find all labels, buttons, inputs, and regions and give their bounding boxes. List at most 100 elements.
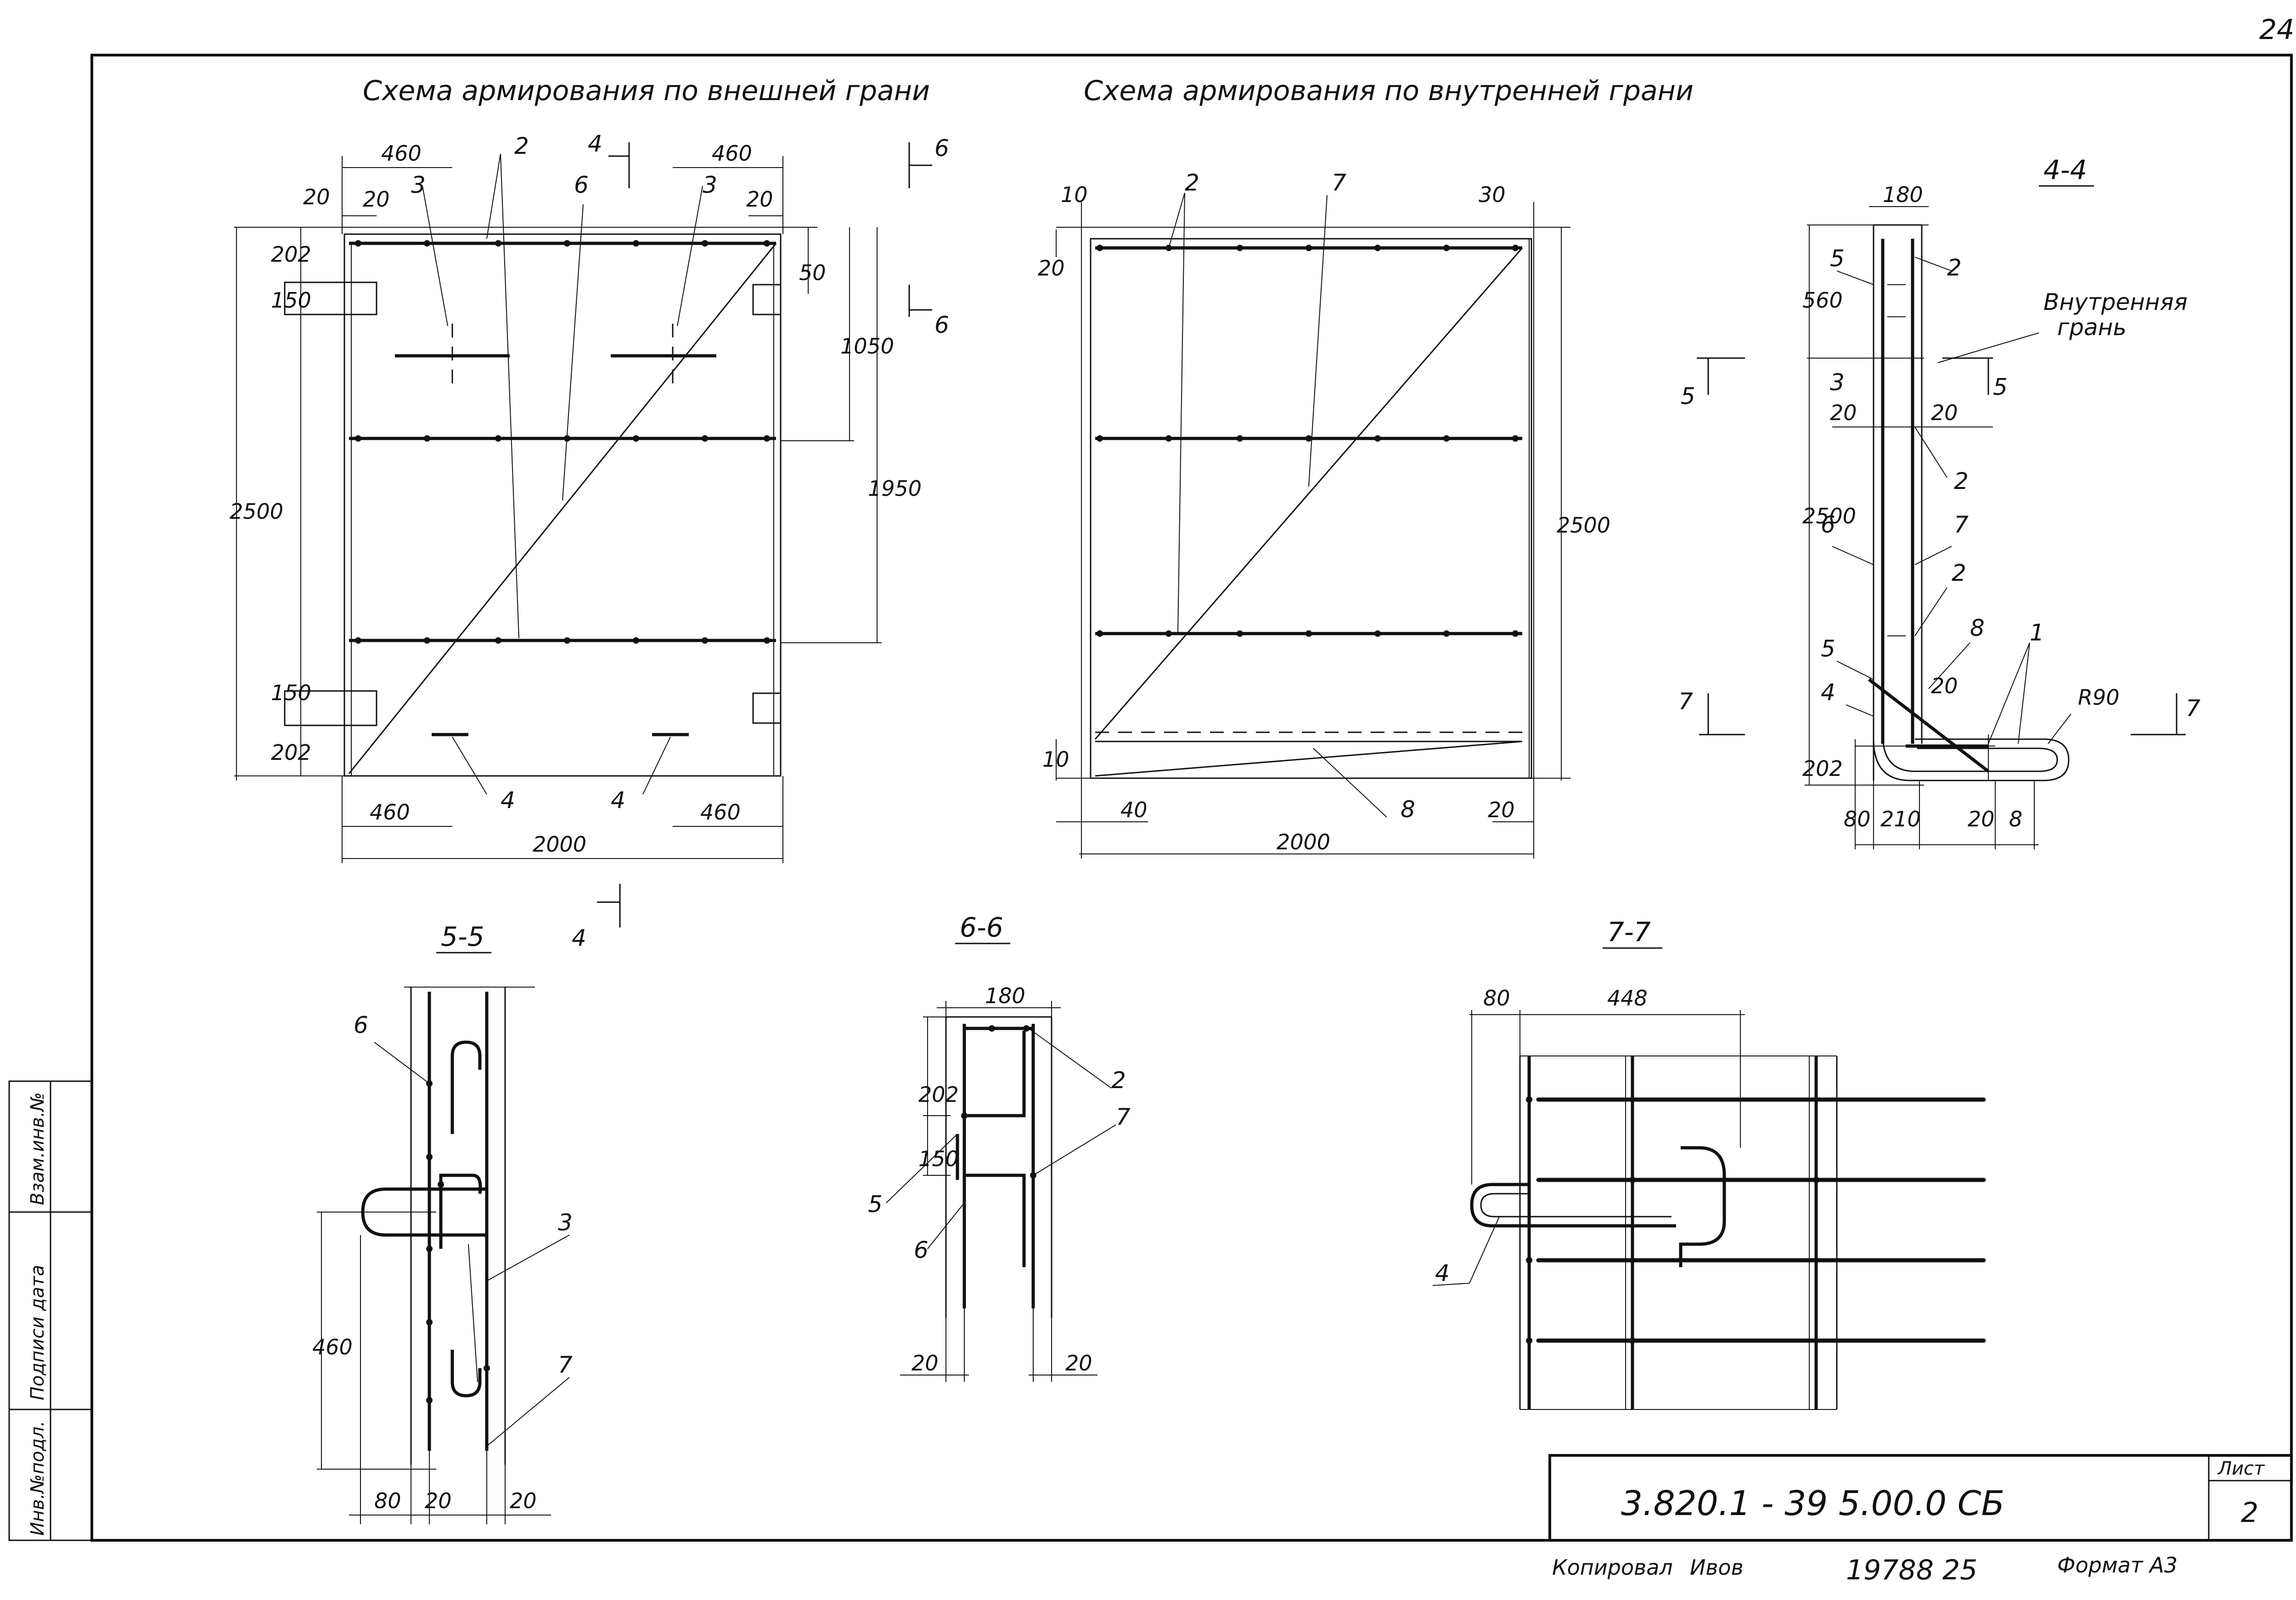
dim-44-2500: 2500 (1802, 504, 1856, 528)
dim-66-180: 180 (985, 983, 1025, 1008)
dim-outer-1050: 1050 (840, 334, 894, 359)
pos-outer-3b: 3 (703, 172, 717, 198)
footer-copied: Копировал (1552, 1555, 1673, 1580)
section-6-6-title: 6-6 (960, 912, 1003, 943)
dim-44-8: 8 (2009, 807, 2022, 831)
dim-44-180: 180 (1883, 182, 1923, 207)
inner-face-label-1: Внутренняя (2043, 289, 2188, 315)
section-6-6: 6-6 180 202 150 20 20 2 7 5 (868, 912, 1131, 1382)
dim-77-448: 448 (1607, 986, 1648, 1011)
inner-diagonal (1094, 247, 1523, 740)
bar-dots-5-5 (426, 1080, 490, 1404)
pos-outer-3a: 3 (411, 172, 426, 198)
pos-44-4: 4 (1821, 679, 1835, 706)
dim-outer-top-right: 460 (712, 141, 752, 166)
section-7-7-title: 7-7 (1607, 916, 1651, 948)
pos-66-6: 6 (914, 1237, 929, 1263)
side-stamp: Взам.инв.№ Подписи дата Инв.№подл. (8, 1080, 93, 1541)
dim-outer-top-left: 460 (381, 141, 422, 166)
inner-bar-dots (1097, 245, 1519, 637)
title-block: 3.820.1 - 39 5.00.0 СБ Лист 2 (1548, 1454, 2293, 1542)
dim-outer-20-top: 20 (303, 185, 330, 209)
pos-44-1: 1 (2030, 619, 2044, 646)
sheet-frame (90, 54, 2293, 1542)
footer-format: Формат А3 (2057, 1553, 2178, 1578)
drawing-code: 3.820.1 - 39 5.00.0 СБ (1621, 1484, 2004, 1523)
cut-6-upper: 6 (934, 135, 949, 162)
pos-44-5a: 5 (1830, 245, 1845, 272)
dim-outer-2500: 2500 (230, 499, 283, 524)
bar-dots-7-7 (1526, 1096, 1819, 1344)
inner-bar-8-diag (1095, 741, 1523, 777)
loop-5-5-bot (450, 1350, 482, 1398)
dim-outer-1950: 1950 (868, 476, 922, 501)
stamp-signature-date: Подписи дата (27, 1265, 48, 1400)
cut-44-5-left: 5 (1681, 383, 1695, 410)
pos-outer-2: 2 (514, 133, 529, 159)
dim-66-150: 150 (918, 1146, 959, 1171)
outer-bar-dots (355, 240, 770, 644)
footer-order: 19788 25 (1846, 1554, 1977, 1586)
section-4-4: 4-4 (1678, 154, 2200, 849)
section-4-4-title: 4-4 (2043, 154, 2087, 185)
dim-inner-10-bot: 10 (1042, 747, 1069, 772)
dim-55-80: 80 (374, 1488, 401, 1513)
inner-face-view: 10 30 20 2500 10 40 20 2000 2 7 8 (1038, 169, 1610, 859)
dim-outer-20-b: 20 (746, 187, 773, 212)
dim-44-20b: 20 (1931, 400, 1958, 425)
section-7-7: 7-7 80 448 4 (1432, 916, 1986, 1410)
stamp-inv-orig: Инв.№подл. (27, 1420, 48, 1536)
inner-panel-outline (1090, 238, 1532, 779)
pos-66-2: 2 (1111, 1067, 1126, 1094)
pos-inner-7: 7 (1332, 169, 1346, 196)
loop-7-7-left (1470, 1183, 1676, 1228)
dim-44-20d: 20 (1968, 807, 1995, 831)
dim-outer-202-bot: 202 (271, 740, 311, 765)
pos-44-5b: 5 (1821, 635, 1835, 662)
title-inner-face: Схема армирования по внутренней грани (1084, 75, 1694, 107)
dim-66-202: 202 (918, 1082, 959, 1107)
dim-44-210: 210 (1880, 807, 1921, 831)
pos-55-3: 3 (558, 1209, 573, 1236)
dim-55-20b: 20 (510, 1488, 537, 1513)
dim-outer-202-top: 202 (271, 242, 311, 267)
pos-outer-6: 6 (574, 172, 589, 198)
pos-inner-2: 2 (1185, 169, 1199, 196)
pos-66-5: 5 (868, 1191, 883, 1218)
pos-outer-4b: 4 (611, 787, 625, 814)
pos-44-8: 8 (1970, 615, 1985, 641)
dim-outer-150-bot: 150 (271, 680, 311, 705)
loop-6-6 (964, 1031, 1026, 1267)
dim-inner-2000: 2000 (1277, 830, 1330, 854)
cut-44-7-right: 7 (2186, 695, 2200, 722)
dim-inner-40: 40 (1120, 797, 1148, 822)
pos-inner-8: 8 (1401, 796, 1415, 823)
pos-55-6: 6 (354, 1012, 368, 1039)
outer-loop-top-left (284, 281, 377, 315)
pos-66-7: 7 (1116, 1104, 1131, 1130)
outer-loop-bot-left (284, 690, 377, 726)
dim-44-20c: 20 (1931, 674, 1958, 698)
dim-inner-2500: 2500 (1557, 513, 1610, 538)
outer-face-view: 460 460 20 20 20 202 150 50 1050 1950 25… (230, 130, 949, 925)
sheet-number: 2 (2241, 1497, 2258, 1529)
dim-55-460: 460 (312, 1335, 353, 1359)
pos-44-6: 6 (1821, 511, 1835, 538)
outer-loop-bot-right (752, 692, 782, 724)
dim-inner-10-top: 10 (1061, 182, 1088, 207)
cut-44-5-right: 5 (1993, 374, 2008, 400)
pos-44-2a: 2 (1947, 254, 1962, 281)
cut-6-lower: 6 (934, 312, 949, 338)
dim-44-20a: 20 (1830, 400, 1857, 425)
cut-55-4: 4 (572, 925, 586, 951)
title-outer-face: Схема армирования по внешней грани (363, 75, 930, 107)
page-number: 24 (2259, 14, 2294, 46)
dim-44-202: 202 (1802, 756, 1843, 781)
dim-66-20a: 20 (912, 1351, 939, 1375)
dim-66-20b: 20 (1065, 1351, 1092, 1375)
dim-55-20a: 20 (425, 1488, 452, 1513)
dim-inner-20: 20 (1038, 256, 1065, 281)
pos-44-2b: 2 (1954, 468, 1969, 494)
dim-44-r90: R90 (2078, 685, 2120, 710)
